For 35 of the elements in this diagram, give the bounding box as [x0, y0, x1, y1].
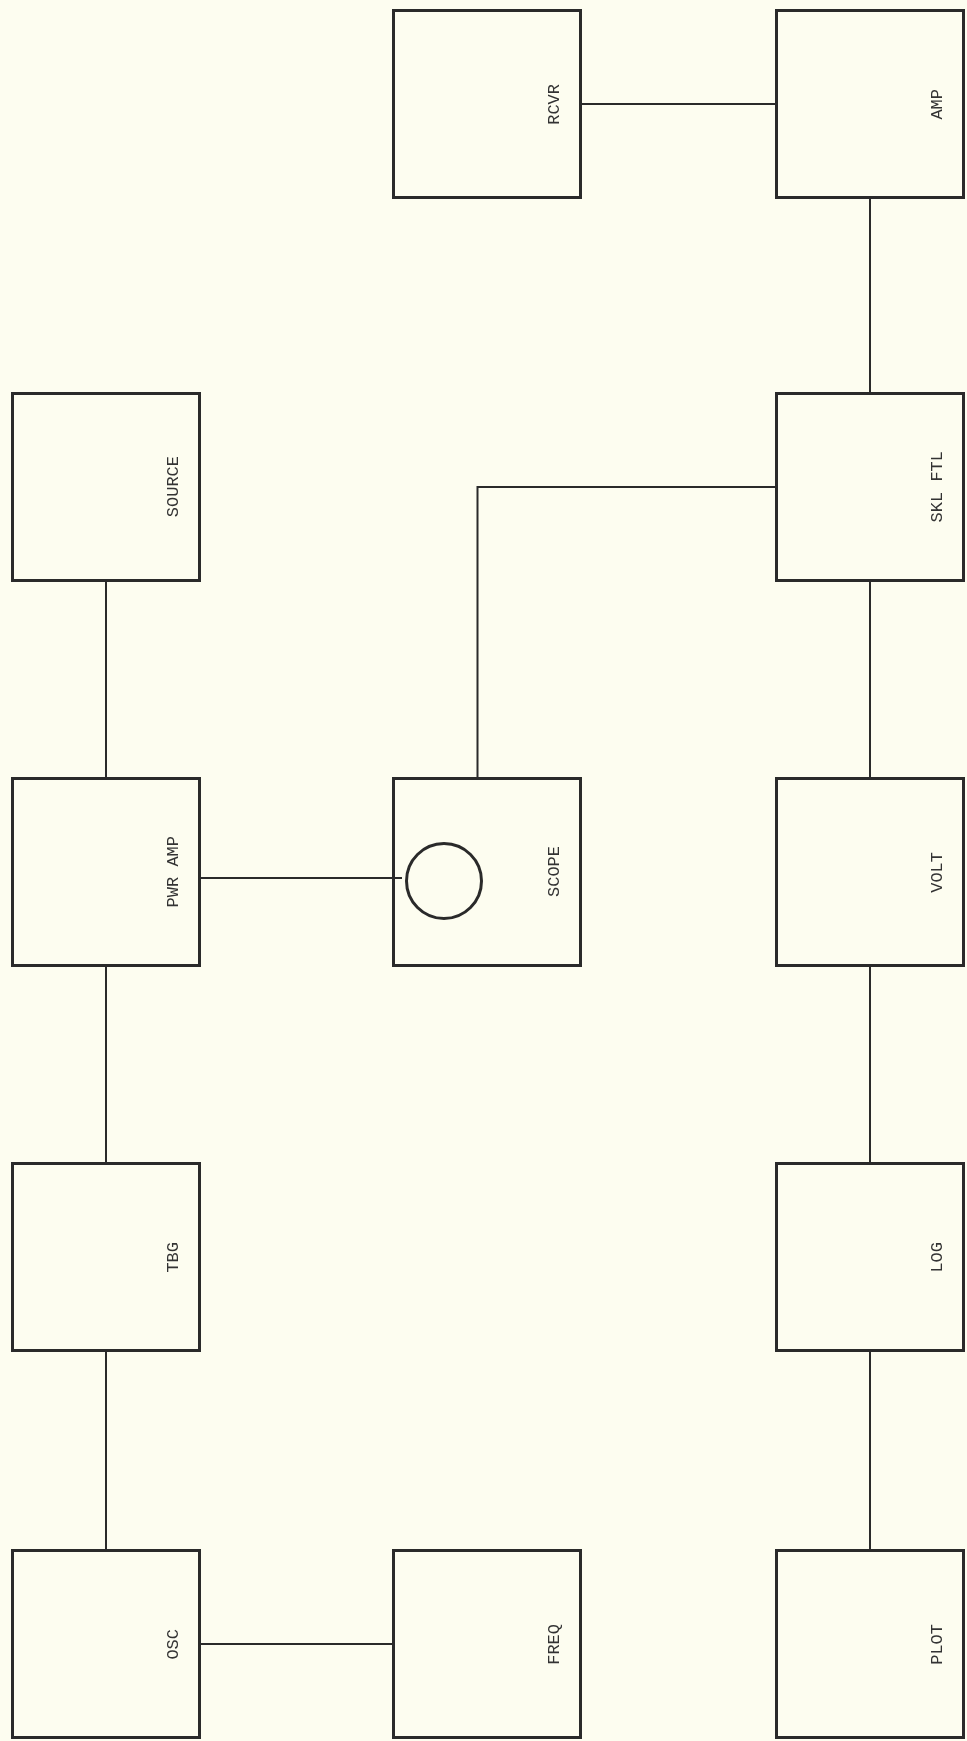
block-box [392, 9, 582, 199]
block-label: TBG [162, 1241, 184, 1273]
connector-line [869, 581, 871, 778]
block-label: PWR AMP [162, 836, 184, 908]
connector-line [200, 877, 403, 879]
connector-line [869, 966, 871, 1163]
block-box [11, 1162, 201, 1352]
block-label: FREQ [543, 1623, 565, 1665]
block-box [775, 1162, 965, 1352]
connector-line [105, 581, 107, 778]
block-label: OSC [162, 1628, 184, 1660]
block-box [775, 777, 965, 967]
block-label: LOG [926, 1241, 948, 1273]
block-box [392, 1549, 582, 1739]
block-box [392, 777, 582, 967]
block-label: SCOPE [543, 846, 565, 898]
block-box [11, 392, 201, 582]
block-label: SOURCE [162, 456, 184, 518]
block-label: SKL FTL [926, 451, 948, 523]
connector-line [869, 198, 871, 393]
block-box [11, 1549, 201, 1739]
block-box [11, 777, 201, 967]
block-label: AMP [926, 88, 948, 120]
block-label: RCVR [543, 83, 565, 125]
block-label: PLOT [926, 1623, 948, 1665]
block-box [775, 1549, 965, 1739]
block-box [775, 9, 965, 199]
connector-line [105, 1351, 107, 1550]
connector-line [200, 1643, 393, 1645]
connector-line [476, 486, 776, 778]
block-box [775, 392, 965, 582]
block-label: VOLT [926, 851, 948, 893]
connector-line [869, 1351, 871, 1550]
connector-line [581, 103, 776, 105]
connector-line [105, 966, 107, 1163]
